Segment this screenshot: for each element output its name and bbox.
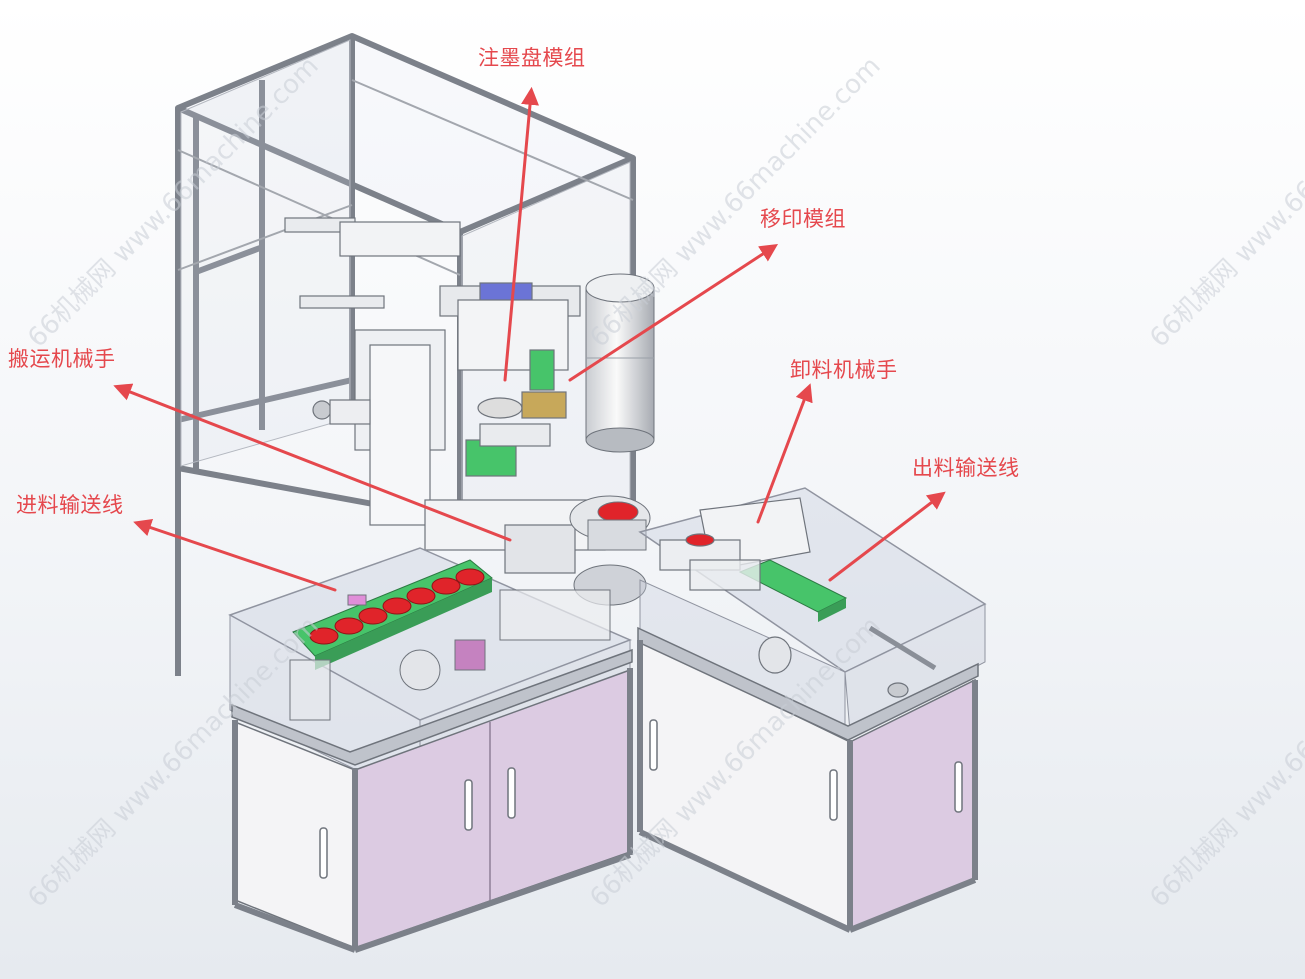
label-infeed-conveyor: 进料输送线 [16,493,124,517]
left-table-mechanics [289,589,611,721]
unload-robot-body [659,497,937,698]
label-unload-robot: 卸料机械手 [790,358,898,382]
right-cabinet-frame [637,640,978,933]
label-outfeed-conveyor: 出料输送线 [912,456,1020,480]
arrow-outfeed [828,491,946,582]
print-mechanism [284,217,606,574]
rotary-table [569,495,651,606]
arrow-transfer-robot [113,383,512,542]
label-transfer-robot: 搬运机械手 [8,347,116,371]
label-pad-print-module: 移印模组 [760,207,846,231]
label-ink-tray-module: 注墨盘模组 [478,46,586,70]
infeed-parts [309,568,485,645]
arrow-infeed [133,518,337,592]
right-cabinet [637,626,979,930]
annotation-arrows [113,86,946,592]
arrow-pad-print [568,244,779,382]
arrow-unload-robot [756,383,813,524]
arrow-ink-tray [503,86,539,382]
left-cabinet-frame [232,668,633,953]
ink-cylinder [585,273,655,453]
